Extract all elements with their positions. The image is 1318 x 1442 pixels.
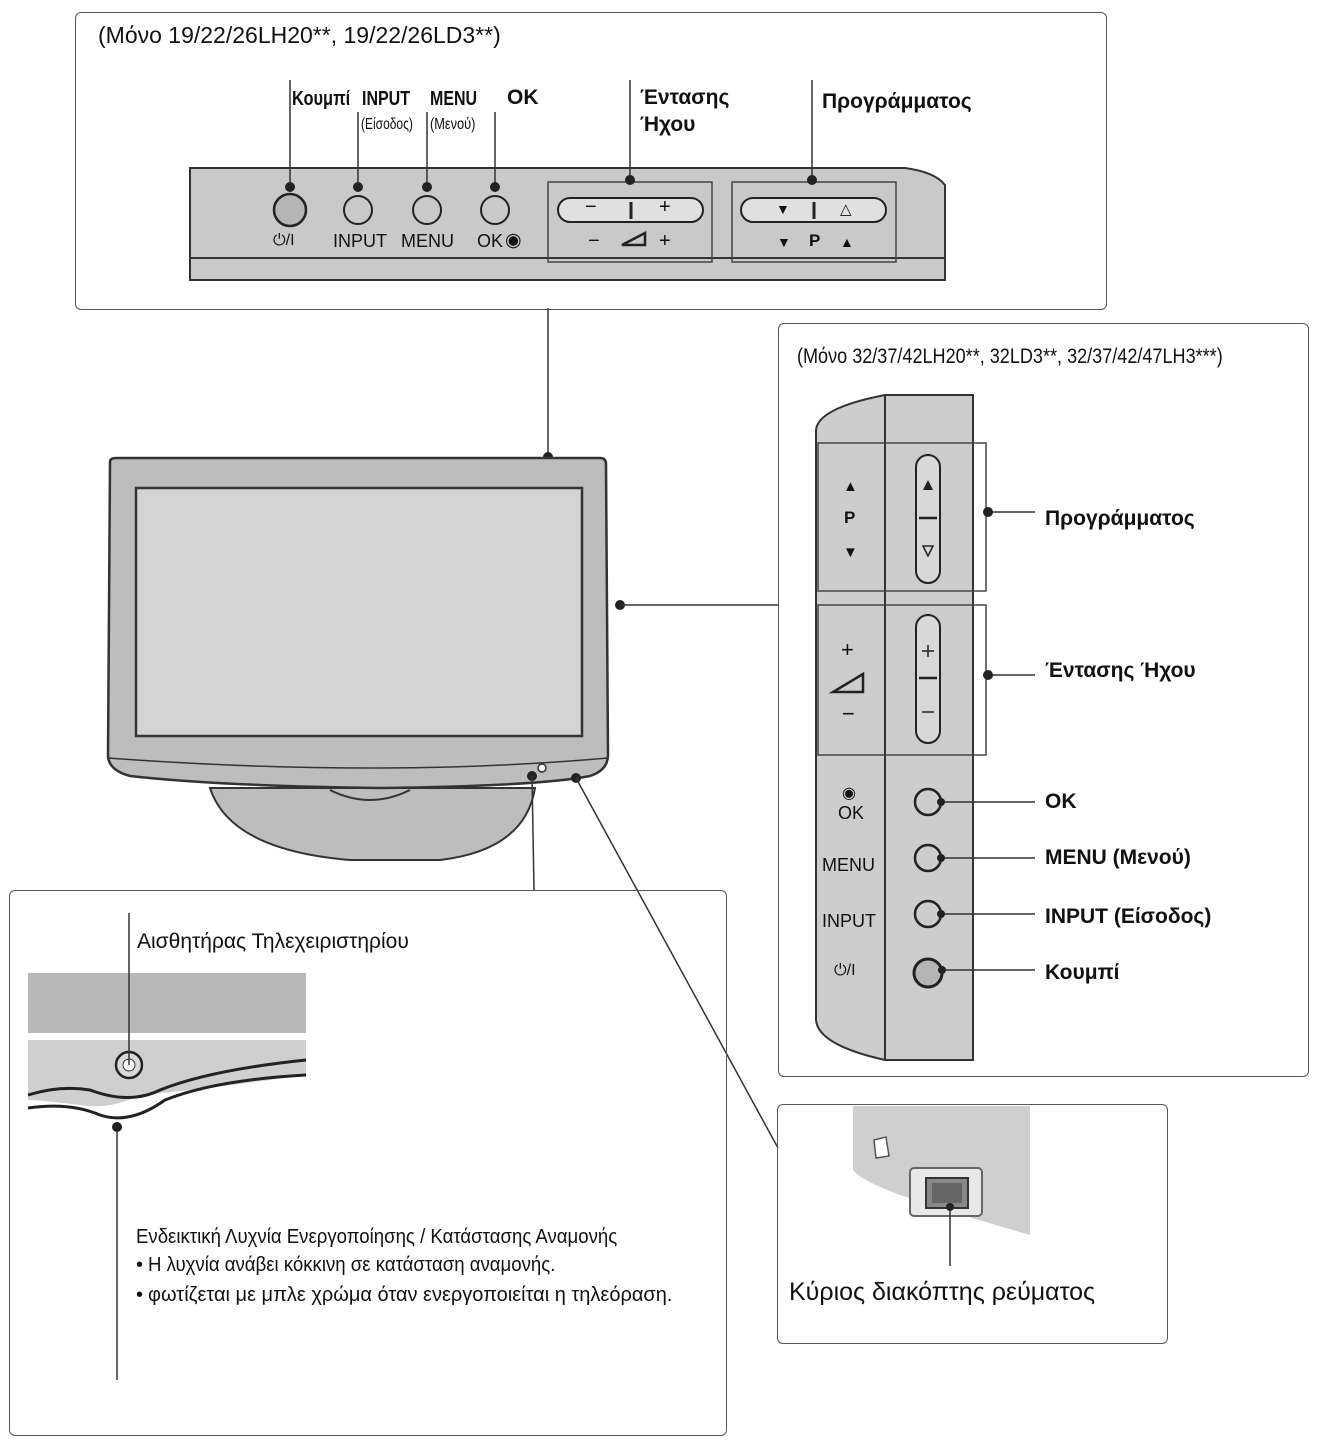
side-input-print: INPUT: [822, 911, 876, 931]
side-power-print: ⏻/I: [834, 962, 856, 979]
sensor-detail-panel: [9, 890, 727, 1436]
top-prog-down: ▼: [777, 234, 791, 250]
top-input-button: [343, 195, 373, 225]
callout-input-1: INPUT: [362, 88, 410, 110]
top-input-print: INPUT: [333, 231, 387, 251]
top-vol-minus-rocker: −: [585, 196, 597, 218]
callout-volume-1: Έντασης: [640, 86, 730, 109]
callout-volume-2: Ήχου: [640, 113, 696, 136]
side-model-title: (Μόνο 32/37/42LH20**, 32LD3**, 32/37/42/…: [797, 345, 1223, 368]
callout-menu-1: MENU: [430, 88, 478, 110]
top-ok-button: [480, 195, 510, 225]
callout-power-button: Κουμπί: [292, 88, 351, 110]
side-callout-volume: Έντασης Ήχου: [1045, 659, 1196, 682]
side-callout-ok: OK: [1045, 790, 1077, 813]
side-vol-plus: +: [841, 637, 854, 662]
callout-ok: OK: [507, 86, 539, 109]
side-prog-down: ▼: [843, 544, 858, 561]
top-menu-button: [412, 195, 442, 225]
top-prog-up: ▲: [840, 234, 854, 250]
ok-dot-icon: ◉: [505, 230, 522, 251]
side-callout-menu: MENU (Μενού): [1045, 846, 1191, 869]
top-vol-minus: −: [588, 230, 600, 252]
bullet-dot-1: •: [136, 1254, 144, 1276]
top-prog-up-rocker-icon: △: [840, 201, 852, 218]
top-power-print: ⏻/I: [273, 232, 295, 249]
sensor-label: Αισθητήρας Τηλεχειριστηρίου: [137, 930, 409, 953]
top-ok-print: OK: [477, 231, 504, 251]
top-vol-plus: +: [659, 230, 671, 252]
indicator-bullet-1: Η λυχνία ανάβει κόκκινη σε κατάσταση ανα…: [148, 1254, 556, 1276]
side-ok-print: OK: [838, 803, 865, 823]
callout-programme: Προγράμματος: [822, 90, 972, 113]
top-power-button: [272, 192, 308, 228]
top-prog-p: P: [809, 231, 821, 250]
side-menu-print: MENU: [822, 855, 875, 875]
main-switch-label: Κύριος διακόπτης ρεύματος: [789, 1278, 1096, 1306]
side-prog-p: P: [844, 508, 856, 527]
callout-menu-2: (Μενού): [430, 116, 476, 133]
bullet-dot-2: •: [136, 1284, 144, 1306]
side-vol-minus: −: [842, 701, 855, 726]
side-controls-panel: [778, 323, 1309, 1077]
tv-screen: [134, 486, 584, 738]
callout-input-2: (Είσοδος): [361, 116, 413, 133]
indicator-bullet-2: φωτίζεται με μπλε χρώμα όταν ενεργοποιεί…: [148, 1284, 673, 1306]
top-prog-down-rocker: ▼: [776, 201, 790, 217]
side-callout-input: INPUT (Είσοδος): [1045, 905, 1212, 928]
side-prog-up: ▲: [843, 478, 858, 495]
side-ok-symbol: ◉: [842, 785, 856, 802]
top-model-title: (Μόνο 19/22/26LH20**, 19/22/26LD3**): [98, 22, 501, 48]
top-vol-plus-rocker: +: [659, 196, 671, 218]
indicator-title: Ενδεικτική Λυχνία Ενεργοποίησης / Κατάστ…: [136, 1226, 618, 1248]
side-callout-programme: Προγράμματος: [1045, 507, 1195, 530]
top-menu-print: MENU: [401, 231, 454, 251]
side-callout-power: Κουμπί: [1045, 961, 1120, 984]
main-switch-panel: [777, 1104, 1168, 1344]
